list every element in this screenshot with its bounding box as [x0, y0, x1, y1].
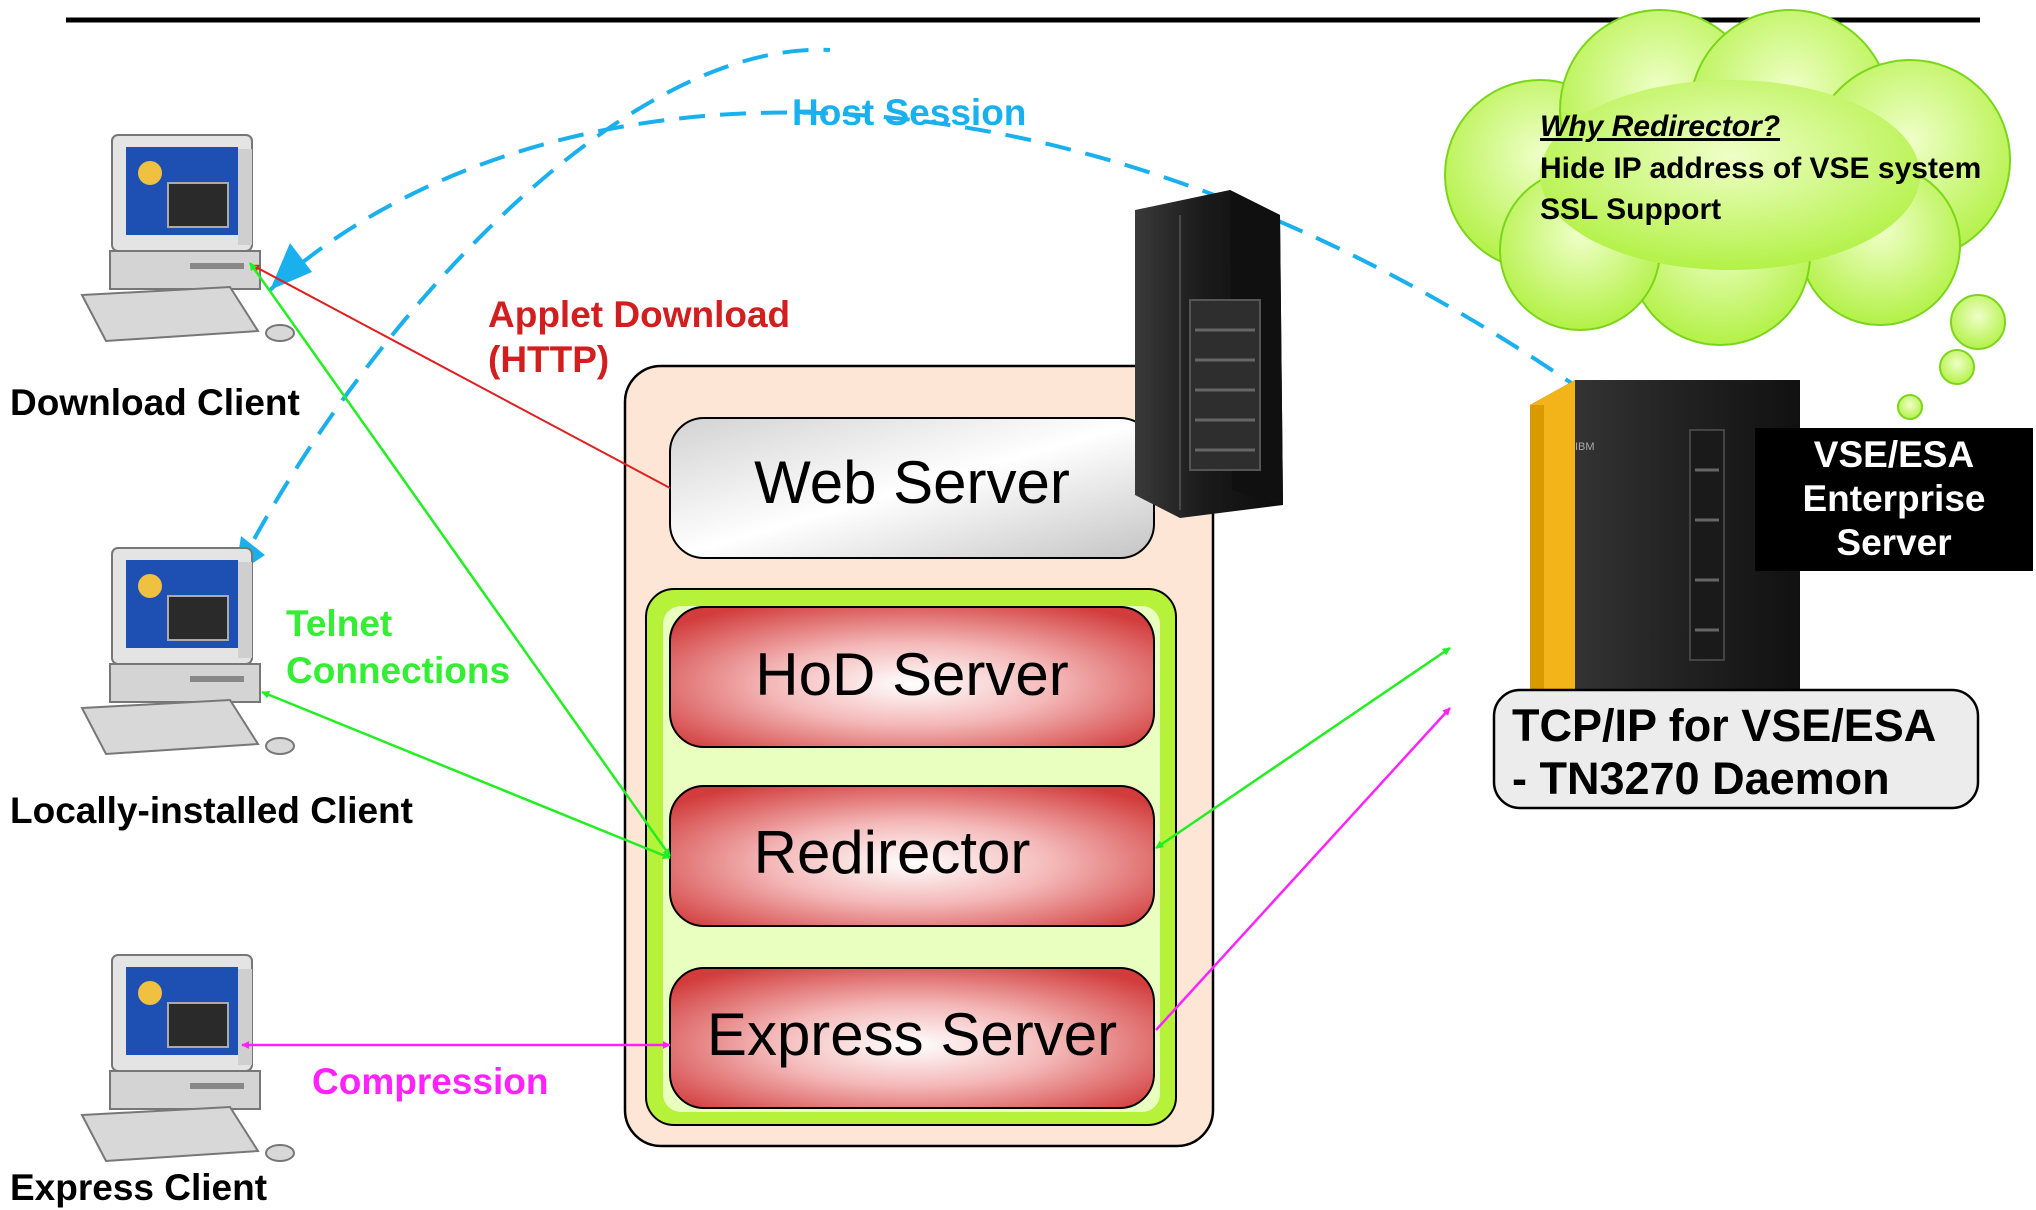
telnet-arrow-local — [261, 690, 671, 860]
redirector-label: Redirector — [753, 819, 1031, 886]
vse-label-box — [1755, 428, 2033, 571]
tcpip-box — [1492, 688, 1980, 810]
express-vse-arrow — [1155, 707, 1451, 1031]
redirector-vse-arrow — [1155, 646, 1451, 850]
vse-label-line-1: VSE/ESA — [1813, 434, 1975, 475]
express-server-label: Express Server — [706, 1001, 1118, 1068]
web-server-label: Web Server — [754, 449, 1070, 516]
express-server-box — [669, 967, 1155, 1109]
cloud-bubble-medium — [1939, 349, 1975, 385]
cloud-line-2: SSL Support — [1540, 193, 1722, 226]
compression-label: Compression — [312, 1061, 549, 1102]
host-session-arrowhead-download — [270, 243, 312, 290]
hod-server-label: HoD Server — [755, 641, 1069, 708]
applet-download-protocol-label: (HTTP) — [488, 339, 610, 380]
computer-icon-local — [80, 547, 295, 756]
applet-download-label: Applet Download — [488, 294, 791, 335]
cloud-bubble-small — [1897, 394, 1923, 420]
telnet-connections-label: Connections — [286, 650, 511, 691]
telnet-label: Telnet — [286, 603, 393, 644]
express-client-label: Express Client — [10, 1167, 268, 1208]
thought-cloud — [1444, 9, 2011, 346]
computer-icon-download — [80, 134, 295, 343]
vse-label-line-2: Enterprise — [1802, 478, 1986, 519]
download-client-label: Download Client — [10, 382, 300, 423]
vse-server-icon — [1530, 380, 1800, 705]
host-session-label: Host Session — [792, 92, 1027, 133]
tower-server-icon — [1135, 190, 1283, 518]
tcpip-label-line-2: - TN3270 Daemon — [1512, 753, 1890, 804]
computer-icon-express — [80, 954, 295, 1163]
vse-label-line-3: Server — [1836, 522, 1952, 563]
local-client-label: Locally-installed Client — [10, 790, 413, 831]
cloud-line-1: Hide IP address of VSE system — [1540, 152, 1982, 185]
cloud-bubble-large — [1950, 294, 2006, 350]
tcpip-label-line-1: TCP/IP for VSE/ESA — [1512, 700, 1937, 751]
cloud-title: Why Redirector? — [1540, 110, 1781, 143]
ibm-badge: IBM — [1575, 441, 1595, 453]
